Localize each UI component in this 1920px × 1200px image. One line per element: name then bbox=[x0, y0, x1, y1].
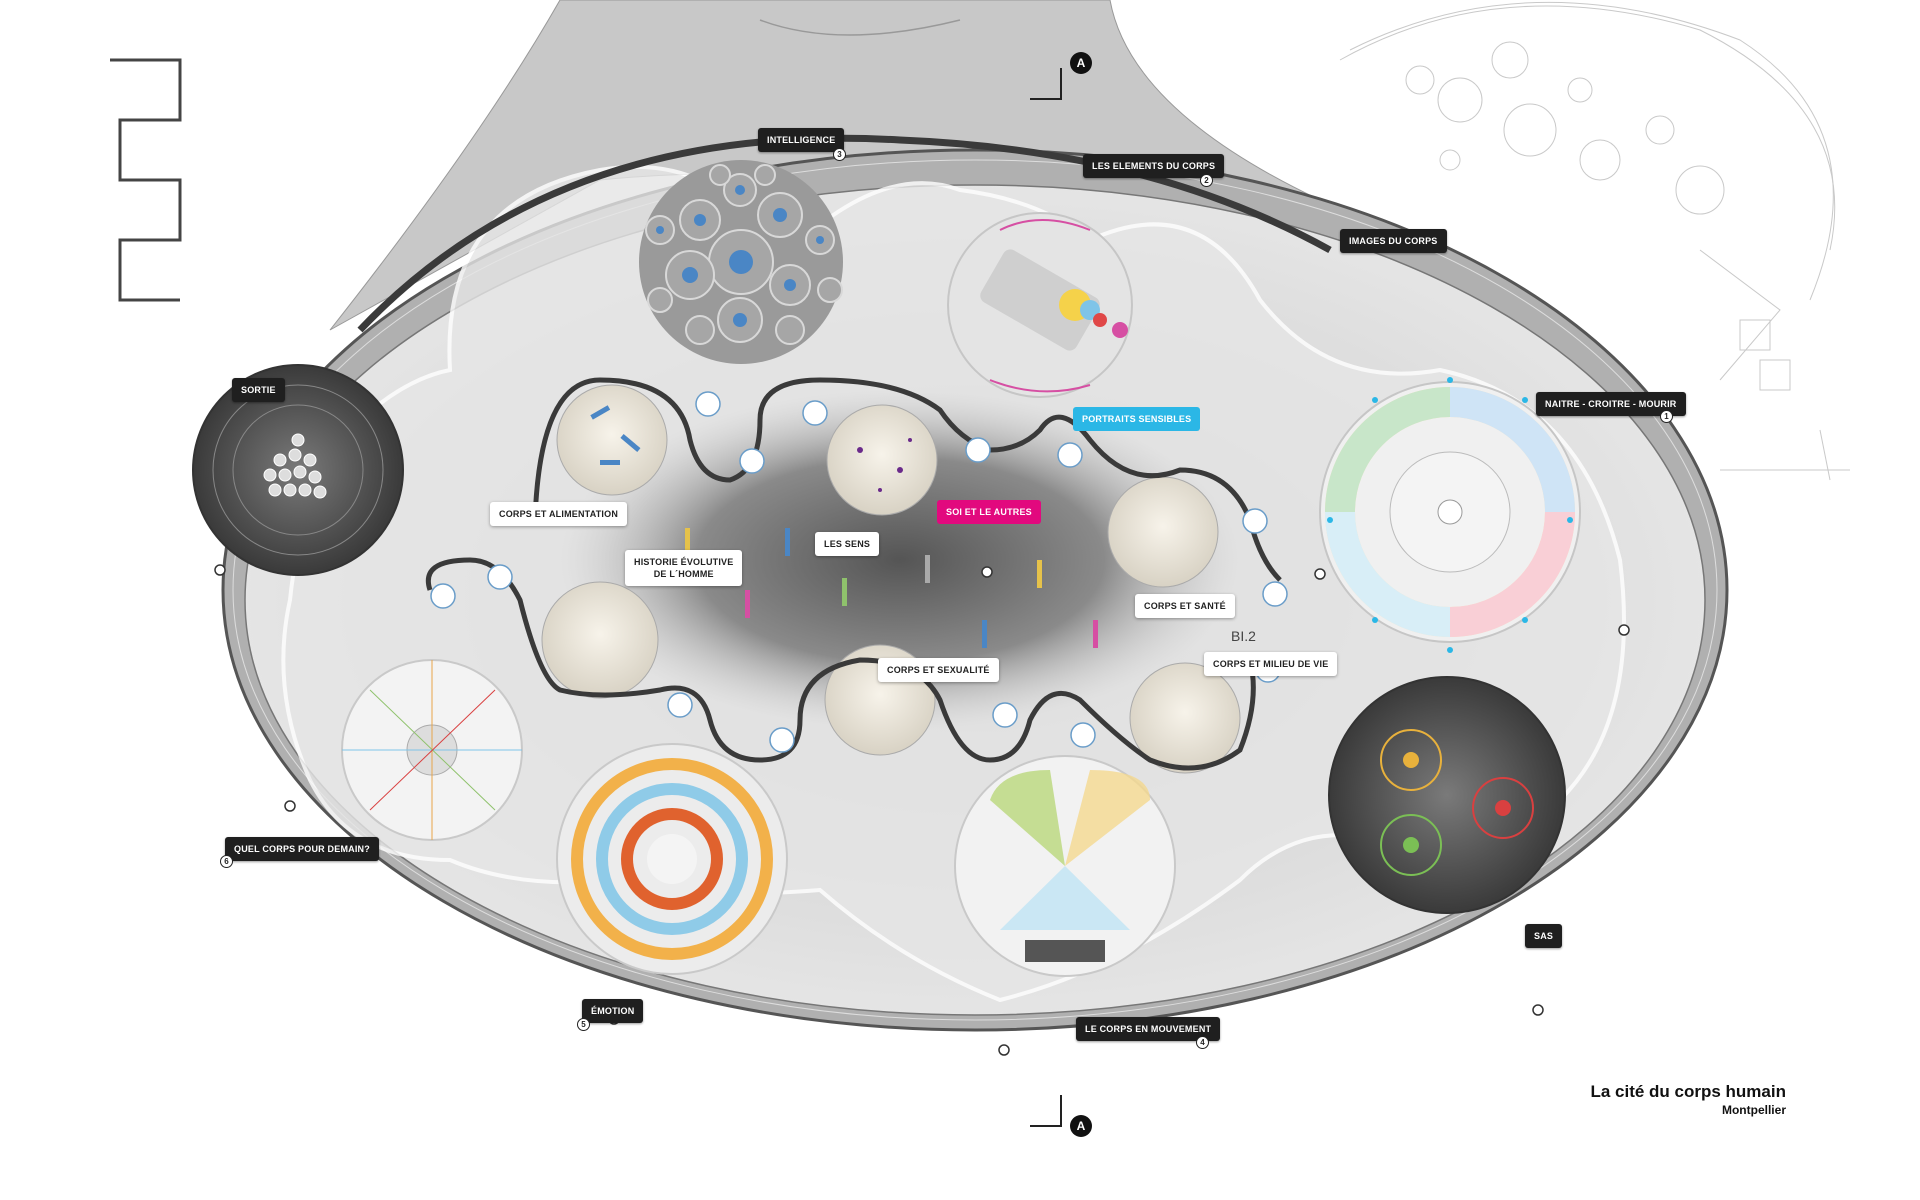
demain-exhibit bbox=[341, 659, 523, 841]
label-demain: QUEL CORPS POUR DEMAIN? bbox=[225, 837, 379, 861]
label-images: IMAGES DU CORPS bbox=[1340, 229, 1447, 253]
elements-exhibit bbox=[947, 212, 1133, 398]
naitre-exhibit bbox=[1319, 377, 1581, 653]
route-number-1: 1 bbox=[1660, 410, 1673, 423]
central-hall bbox=[560, 390, 1240, 730]
mouvement-exhibit bbox=[954, 755, 1176, 977]
intelligence-exhibit bbox=[639, 160, 843, 364]
section-letter-bottom: A bbox=[1070, 1115, 1092, 1137]
serpentine-wall bbox=[426, 377, 1282, 771]
section-letter-top: A bbox=[1070, 52, 1092, 74]
sas-exhibit bbox=[1328, 676, 1566, 914]
sortie-exhibit bbox=[192, 364, 404, 576]
label-elements: LES ELEMENTS DU CORPS bbox=[1083, 154, 1225, 178]
label-mouvement: LE CORPS EN MOUVEMENT bbox=[1076, 1017, 1221, 1041]
label-emotion: ÉMOTION bbox=[582, 999, 644, 1023]
label-alimentation: CORPS ET ALIMENTATION bbox=[490, 502, 628, 526]
serpentine-pods bbox=[541, 384, 1241, 774]
section-mark-top bbox=[1030, 68, 1062, 100]
route-number-4: 4 bbox=[1196, 1036, 1209, 1049]
label-historie: HISTORIE ÉVOLUTIVE DE L´HOMME bbox=[625, 550, 743, 586]
hall-panels bbox=[685, 528, 1098, 648]
plan-title: La cité du corps humain bbox=[1590, 1082, 1786, 1101]
route-number-5: 5 bbox=[577, 1018, 590, 1031]
label-historie-line2: DE L´HOMME bbox=[653, 569, 714, 579]
route-number-2: 2 bbox=[1200, 174, 1213, 187]
label-sortie: Sortie bbox=[232, 378, 285, 402]
label-sante: CORPS ET SANTÉ bbox=[1135, 594, 1235, 618]
section-mark-bottom bbox=[1030, 1095, 1062, 1127]
emotion-exhibit bbox=[556, 743, 788, 975]
plan-subtitle: Montpellier bbox=[1721, 1103, 1786, 1117]
label-sexualite: CORPS ET SEXUALITÉ bbox=[878, 658, 999, 682]
label-intelligence: INTELLIGENCE bbox=[758, 128, 845, 152]
label-sas: SAS bbox=[1525, 924, 1563, 948]
upper-track bbox=[357, 134, 1332, 333]
plan-title-block: La cité du corps humain Montpellier bbox=[1590, 1082, 1786, 1118]
route-number-6: 6 bbox=[220, 855, 233, 868]
site-context-lines bbox=[110, 1, 1850, 481]
label-soi: SOI ET LE AUTRES bbox=[937, 500, 1041, 524]
room-code: BI.2 bbox=[1231, 628, 1256, 644]
label-historie-line1: HISTORIE ÉVOLUTIVE bbox=[634, 557, 734, 567]
route-number-3: 3 bbox=[833, 148, 846, 161]
label-sens: LES SENS bbox=[815, 532, 880, 556]
label-milieu: CORPS ET MILIEU DE VIE bbox=[1204, 652, 1338, 676]
label-portraits: PORTRAITS SENSIBLES bbox=[1073, 407, 1201, 431]
